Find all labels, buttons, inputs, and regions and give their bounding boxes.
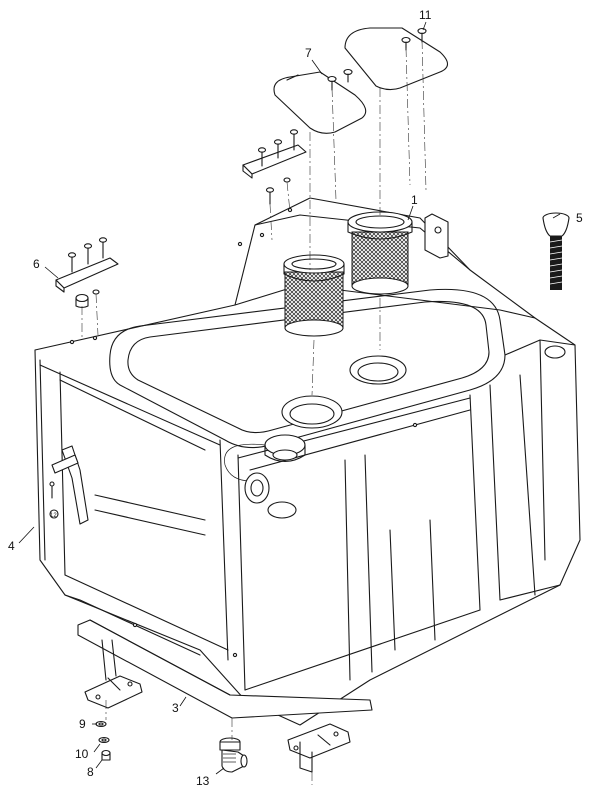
strainer-basket-left <box>283 254 345 337</box>
callout-13: 13 <box>196 774 210 788</box>
callout-10: 10 <box>75 747 89 761</box>
assembly-centerlines <box>81 39 427 785</box>
mounting-plate <box>77 619 373 719</box>
top-bracket <box>424 213 449 259</box>
callout-6: 6 <box>33 257 40 271</box>
part-12-marker <box>49 509 59 519</box>
hydraulic-tank <box>34 197 581 726</box>
callout-leaders <box>18 21 561 775</box>
callout-11: 11 <box>419 8 432 22</box>
bracket-upper <box>242 129 307 205</box>
callout-12: 12 <box>50 513 57 519</box>
cover-plate-right <box>344 27 449 91</box>
callout-5: 5 <box>576 211 583 225</box>
hardware-stack <box>95 720 111 761</box>
bracket-6-left <box>55 237 119 309</box>
cover-plate-left <box>273 71 367 134</box>
side-latch-bracket <box>49 445 89 525</box>
elbow-fitting-13 <box>219 737 248 773</box>
strainer-basket-right <box>347 211 413 295</box>
callout-numbers: 1 3 4 5 6 7 8 9 10 11 12 13 <box>8 8 583 788</box>
nut-8 <box>101 749 111 757</box>
boss-fitting <box>544 345 566 359</box>
callout-3: 3 <box>172 701 179 715</box>
screw-group-cover <box>327 27 427 91</box>
callout-8: 8 <box>87 765 94 779</box>
hinge-bracket-left <box>84 639 143 709</box>
lower-port <box>267 501 297 519</box>
callout-7: 7 <box>305 46 312 60</box>
callout-4: 4 <box>8 539 15 553</box>
callout-9: 9 <box>79 717 86 731</box>
callout-1: 1 <box>411 193 418 207</box>
hinge-bracket-right <box>287 723 351 773</box>
breather-5 <box>542 212 570 290</box>
